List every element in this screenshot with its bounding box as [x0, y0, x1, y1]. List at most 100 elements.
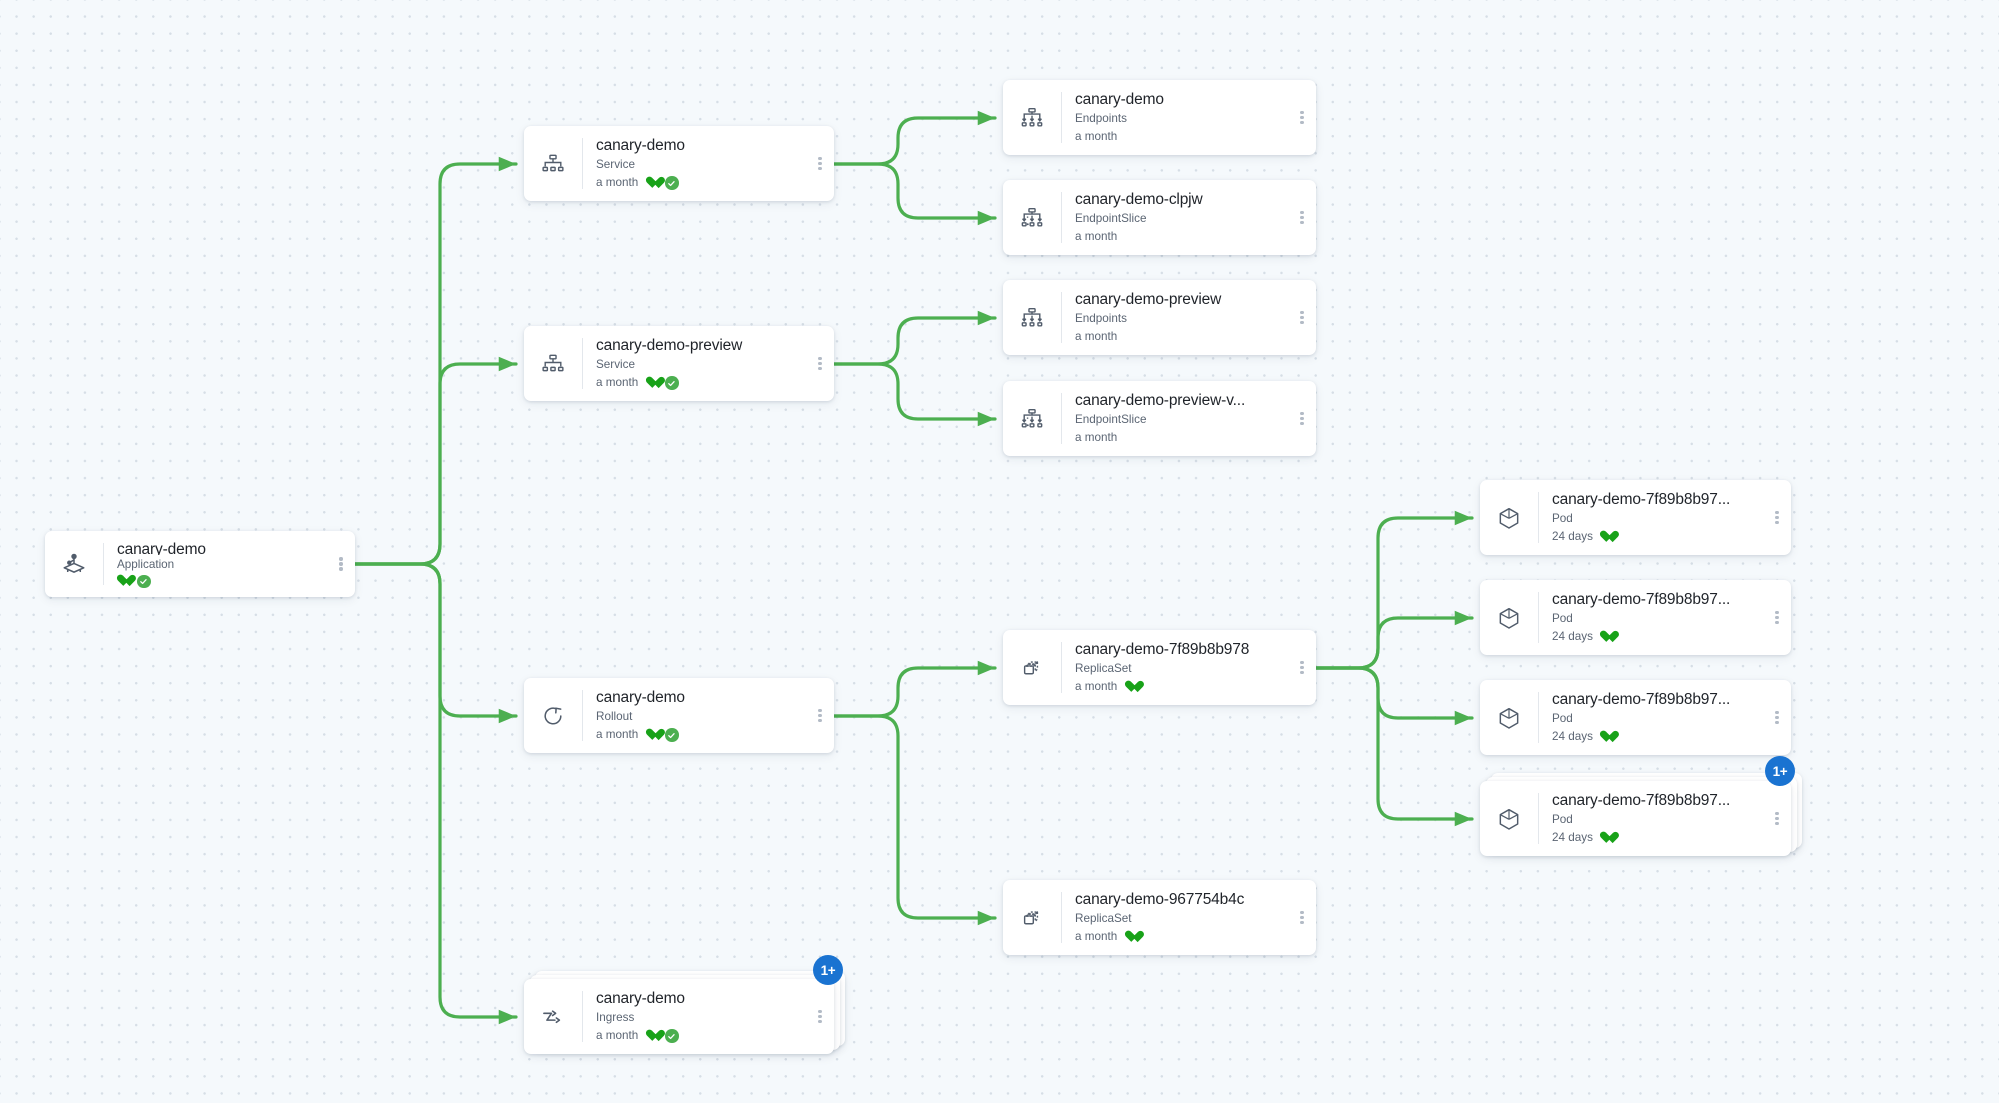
node-menu-button[interactable] [1288, 630, 1316, 705]
node-kind: Rollout [596, 710, 633, 723]
health-healthy-icon [1124, 681, 1137, 693]
node-divider [1538, 692, 1539, 743]
sync-synced-icon [665, 728, 679, 742]
node-divider [582, 138, 583, 189]
node-meta: 24 days [1552, 629, 1763, 645]
node-divider [1538, 592, 1539, 643]
node-menu-button[interactable] [327, 531, 355, 597]
node-title: canary-demo-7f89b8b97... [1552, 691, 1731, 708]
rollout-icon [524, 678, 582, 753]
node-meta: a month [596, 375, 806, 391]
sync-synced-icon [665, 1029, 679, 1043]
node-body: canary-demo-7f89b8b97... Pod 24 days [1539, 480, 1763, 555]
node-title: canary-demo-preview [596, 337, 743, 354]
node-meta: a month [1075, 229, 1288, 245]
service-icon [524, 326, 582, 401]
node-kind: Pod [1552, 712, 1573, 725]
node-age: a month [1075, 930, 1118, 943]
node-meta: a month [1075, 679, 1288, 695]
endpointslice-icon [1003, 381, 1061, 456]
node-meta: a month [1075, 129, 1288, 145]
node-divider [1061, 642, 1062, 693]
node-kind: Ingress [596, 1011, 635, 1024]
node-menu-button[interactable] [1288, 880, 1316, 955]
node-divider [582, 690, 583, 741]
node-menu-button[interactable] [1763, 781, 1791, 856]
node-age: a month [596, 728, 639, 741]
health-healthy-icon [1600, 531, 1613, 543]
node-kind: Pod [1552, 512, 1573, 525]
replicaset-icon [1003, 880, 1061, 955]
node-body: canary-demo-7f89b8b97... Pod 24 days [1539, 680, 1763, 755]
node-menu-button[interactable] [1288, 180, 1316, 255]
sync-synced-icon [137, 574, 151, 588]
node-menu-button[interactable] [1288, 280, 1316, 355]
node-age: a month [1075, 431, 1118, 444]
node-divider [1538, 492, 1539, 543]
node-menu-button[interactable] [1763, 480, 1791, 555]
node-menu-button[interactable] [1763, 580, 1791, 655]
sync-synced-icon [665, 376, 679, 390]
node-divider [103, 543, 104, 585]
node-age: a month [1075, 230, 1118, 243]
node-meta [117, 574, 327, 588]
health-healthy-icon [1600, 731, 1613, 743]
node-menu-button[interactable] [1288, 381, 1316, 456]
resource-node-pod[interactable]: canary-demo-7f89b8b97... Pod 24 days [1480, 680, 1791, 755]
node-title: canary-demo-7f89b8b97... [1552, 491, 1731, 508]
node-meta: a month [596, 175, 806, 191]
node-age: a month [596, 1029, 639, 1042]
node-age: 24 days [1552, 530, 1593, 543]
service-icon [524, 126, 582, 201]
node-meta: 24 days [1552, 729, 1763, 745]
node-meta: a month [596, 1028, 806, 1044]
sync-synced-icon [665, 176, 679, 190]
node-age: 24 days [1552, 831, 1593, 844]
health-healthy-icon [1600, 631, 1613, 643]
pod-icon [1480, 680, 1538, 755]
node-menu-button[interactable] [1763, 680, 1791, 755]
node-age: 24 days [1552, 630, 1593, 643]
node-age: a month [596, 176, 639, 189]
node-kind: ReplicaSet [1075, 662, 1132, 675]
node-menu-button[interactable] [806, 979, 834, 1054]
node-divider [582, 338, 583, 389]
resource-node-pod[interactable]: canary-demo-7f89b8b97... Pod 24 days [1480, 480, 1791, 555]
node-menu-button[interactable] [806, 126, 834, 201]
health-healthy-icon [645, 177, 658, 189]
node-menu-button[interactable] [1288, 80, 1316, 155]
node-menu-button[interactable] [806, 326, 834, 401]
node-kind: Endpoints [1075, 112, 1127, 125]
node-meta: a month [596, 727, 806, 743]
node-kind: Endpoints [1075, 312, 1127, 325]
replicaset-icon [1003, 630, 1061, 705]
pod-icon [1480, 580, 1538, 655]
child-count-badge[interactable]: 1+ [813, 955, 843, 985]
health-healthy-icon [645, 729, 658, 741]
ingress-icon [524, 979, 582, 1054]
child-count-badge[interactable]: 1+ [1765, 756, 1795, 786]
node-divider [1061, 892, 1062, 943]
node-kind: Service [596, 158, 635, 171]
node-divider [1061, 92, 1062, 143]
node-menu-button[interactable] [806, 678, 834, 753]
